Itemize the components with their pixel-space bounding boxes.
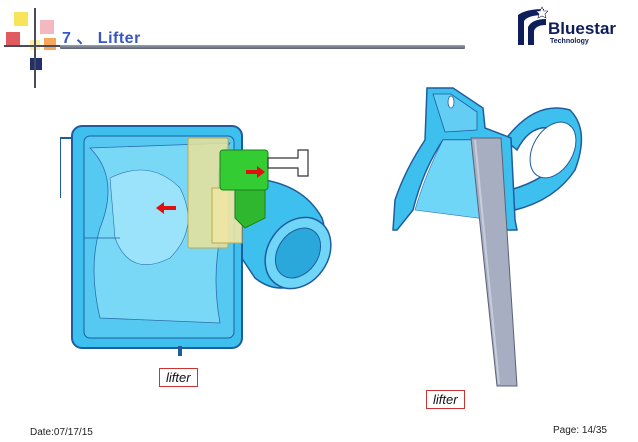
deco-square-pink [40, 20, 54, 34]
arrow-left-icon [156, 202, 176, 214]
footer-page-number: Page: 14/35 [553, 425, 607, 436]
bluestar-logo-icon [514, 5, 548, 49]
slide-title: 7 、 Lifter [62, 30, 141, 47]
deco-square-yellow [14, 12, 28, 26]
logo-name: Bluestar [548, 19, 617, 38]
arrow-right-icon [246, 166, 265, 178]
deco-square-red [6, 32, 20, 46]
lifter-hook-shape [267, 149, 309, 177]
part-view-right [392, 87, 583, 387]
angled-lifter-bar [470, 137, 518, 387]
logo-subtitle: Technology [550, 38, 589, 45]
deco-square-orange [44, 38, 56, 50]
corner-decoration [4, 8, 68, 88]
footer-date: Date:07/17/15 [30, 427, 93, 438]
lifter-label-right: lifter [426, 390, 465, 409]
lifter-label-left: lifter [159, 368, 198, 387]
title-divider [60, 45, 465, 49]
part-view-left [60, 125, 332, 356]
